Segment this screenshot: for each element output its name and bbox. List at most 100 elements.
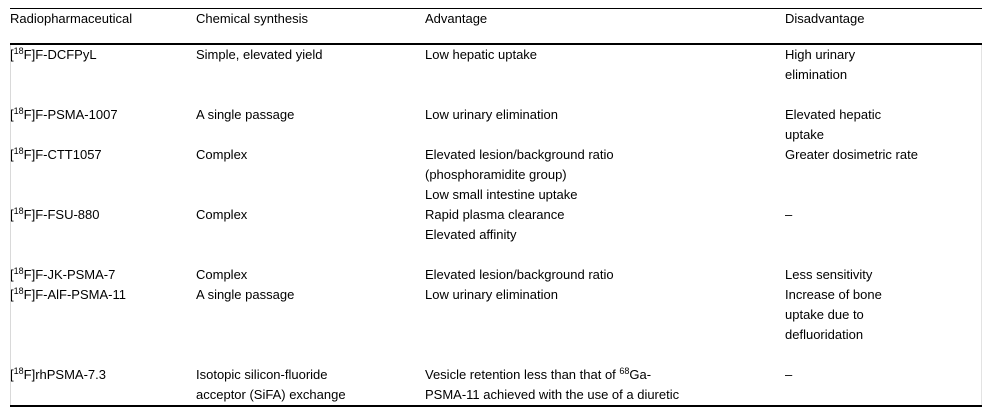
compound-name: F]F-FSU-880 xyxy=(23,207,100,222)
advantage-line: Low small intestine uptake xyxy=(425,187,578,202)
cell-radiopharmaceutical: [18F]F-DCFPyL xyxy=(10,45,196,105)
column-header-radiopharmaceutical: Radiopharmaceutical xyxy=(10,9,196,43)
advantage-line: Low hepatic uptake xyxy=(425,47,538,62)
cell-advantage: Elevated lesion/background ratio xyxy=(425,265,785,285)
advantage-line: Low urinary elimination xyxy=(425,287,558,302)
cell-disadvantage: Increase of bone uptake due to defluoridat… xyxy=(785,285,982,365)
column-header-label: Advantage xyxy=(425,11,488,26)
table-header-row: Radiopharmaceutical Chemical synthesis A… xyxy=(10,9,982,43)
disadvantage-line: uptake xyxy=(785,127,825,142)
disadvantage-line: – xyxy=(785,207,793,222)
radiopharmaceutical-name: [18F]F-CTT1057 xyxy=(10,146,102,163)
cell-radiopharmaceutical: [18F]F-AlF-PSMA-11 xyxy=(10,285,196,365)
comparison-table: Radiopharmaceutical Chemical synthesis A… xyxy=(10,8,982,407)
cell-chemical-synthesis: A single passage xyxy=(196,285,425,365)
isotope-superscript: 18 xyxy=(13,46,24,56)
radiopharmaceutical-name: [18F]F-AlF-PSMA-11 xyxy=(10,287,126,303)
cell-radiopharmaceutical: [18F]F-CTT1057 xyxy=(10,145,196,205)
column-header-label: Disadvantage xyxy=(785,11,865,26)
table-header: Radiopharmaceutical Chemical synthesis A… xyxy=(10,9,982,43)
advantage-line: PSMA-11 achieved with the use of a diure… xyxy=(425,387,680,402)
cell-chemical-synthesis: Complex xyxy=(196,145,425,205)
isotope-superscript: 18 xyxy=(13,266,24,276)
cell-chemical-synthesis: A single passage xyxy=(196,105,425,145)
cell-radiopharmaceutical: [18F]F-PSMA-1007 xyxy=(10,105,196,145)
chemical-synthesis-text: A single passage xyxy=(196,107,295,122)
disadvantage-line: Increase of bone xyxy=(785,287,882,302)
compound-name: F]F-PSMA-1007 xyxy=(23,107,118,122)
disadvantage-line: – xyxy=(785,367,793,382)
cell-radiopharmaceutical: [18F]F-JK-PSMA-7 xyxy=(10,265,196,285)
cell-disadvantage: Elevated hepatic uptake xyxy=(785,105,982,145)
chemical-synthesis-text: Isotopic silicon-fluoride acceptor (SiFA… xyxy=(196,367,346,402)
chemical-synthesis-text: Complex xyxy=(196,147,248,162)
compound-name: F]F-CTT1057 xyxy=(23,147,102,162)
cell-disadvantage: Less sensitivity xyxy=(785,265,982,285)
chemical-synthesis-text: A single passage xyxy=(196,287,295,302)
cell-disadvantage: – xyxy=(785,365,982,405)
bracket-open: [ xyxy=(10,147,14,162)
compound-name: F]F-AlF-PSMA-11 xyxy=(23,287,126,302)
bracket-open: [ xyxy=(10,267,14,282)
advantage-line: Elevated lesion/background ratio xyxy=(425,147,614,162)
table-row: [18F]rhPSMA-7.3 Isotopic silicon-fluoride… xyxy=(10,365,982,405)
table-row: [18F]F-JK-PSMA-7 Complex Elevated lesion/b… xyxy=(10,265,982,285)
disadvantage-line: Less sensitivity xyxy=(785,267,873,282)
bracket-open: [ xyxy=(10,207,14,222)
disadvantage-line: defluoridation xyxy=(785,327,864,342)
cell-radiopharmaceutical: [18F]F-FSU-880 xyxy=(10,205,196,265)
cell-disadvantage: Greater dosimetric rate xyxy=(785,145,982,205)
table-bottom-border xyxy=(10,405,982,407)
column-header-label: Radiopharmaceutical xyxy=(10,11,133,26)
column-header-chemical-synthesis: Chemical synthesis xyxy=(196,9,425,43)
cell-advantage: Elevated lesion/background ratio (phospho… xyxy=(425,145,785,205)
table-right-edge-line xyxy=(981,45,982,405)
cell-advantage: Vesicle retention less than that of 68Ga… xyxy=(425,365,785,405)
isotope-superscript: 18 xyxy=(13,366,24,376)
disadvantage-line: Elevated hepatic xyxy=(785,107,882,122)
radiopharmaceutical-name: [18F]F-JK-PSMA-7 xyxy=(10,266,116,283)
advantage-line: Vesicle retention less than that of 68Ga… xyxy=(425,365,785,385)
advantage-text-post: Ga- xyxy=(629,367,652,382)
table-header-separator xyxy=(10,43,982,45)
cell-disadvantage: High urinary elimination xyxy=(785,45,982,105)
radiopharmaceutical-name: [18F]rhPSMA-7.3 xyxy=(10,366,106,383)
cell-advantage: Low urinary elimination xyxy=(425,105,785,145)
disadvantage-line: High urinary xyxy=(785,47,856,62)
bracket-open: [ xyxy=(10,107,14,122)
compound-name: F]F-JK-PSMA-7 xyxy=(23,267,116,282)
advantage-line: Elevated affinity xyxy=(425,227,517,242)
disadvantage-line: uptake due to xyxy=(785,307,864,322)
column-header-advantage: Advantage xyxy=(425,9,785,43)
cell-chemical-synthesis: Simple, elevated yield xyxy=(196,45,425,105)
advantage-line: (phosphoramidite group) xyxy=(425,167,567,182)
advantage-line: Elevated lesion/background ratio xyxy=(425,267,614,282)
cell-chemical-synthesis: Complex xyxy=(196,265,425,285)
radiopharmaceutical-name: [18F]F-DCFPyL xyxy=(10,46,97,63)
table-row: [18F]F-AlF-PSMA-11 A single passage Low ur… xyxy=(10,285,982,365)
cell-chemical-synthesis: Complex xyxy=(196,205,425,265)
radiopharmaceutical-name: [18F]F-PSMA-1007 xyxy=(10,106,118,123)
disadvantage-line: elimination xyxy=(785,67,848,82)
compound-name: F]rhPSMA-7.3 xyxy=(23,367,106,382)
table-left-edge-line xyxy=(10,45,11,405)
isotope-superscript: 18 xyxy=(13,146,24,156)
cell-disadvantage: – xyxy=(785,205,982,265)
cell-advantage: Low hepatic uptake xyxy=(425,45,785,105)
cell-chemical-synthesis: Isotopic silicon-fluoride acceptor (SiFA… xyxy=(196,365,425,405)
table-top-border xyxy=(10,8,982,9)
table-row: [18F]F-PSMA-1007 A single passage Low urin… xyxy=(10,105,982,145)
isotope-superscript: 68 xyxy=(619,366,630,376)
advantage-line: Rapid plasma clearance xyxy=(425,207,565,222)
bracket-open: [ xyxy=(10,287,14,302)
compound-name: F]F-DCFPyL xyxy=(23,47,97,62)
column-header-label: Chemical synthesis xyxy=(196,11,308,26)
chemical-synthesis-text: Complex xyxy=(196,267,248,282)
disadvantage-line: Greater dosimetric rate xyxy=(785,147,918,162)
radiopharmaceutical-name: [18F]F-FSU-880 xyxy=(10,207,100,223)
column-header-disadvantage: Disadvantage xyxy=(785,9,982,43)
isotope-superscript: 18 xyxy=(13,106,24,116)
